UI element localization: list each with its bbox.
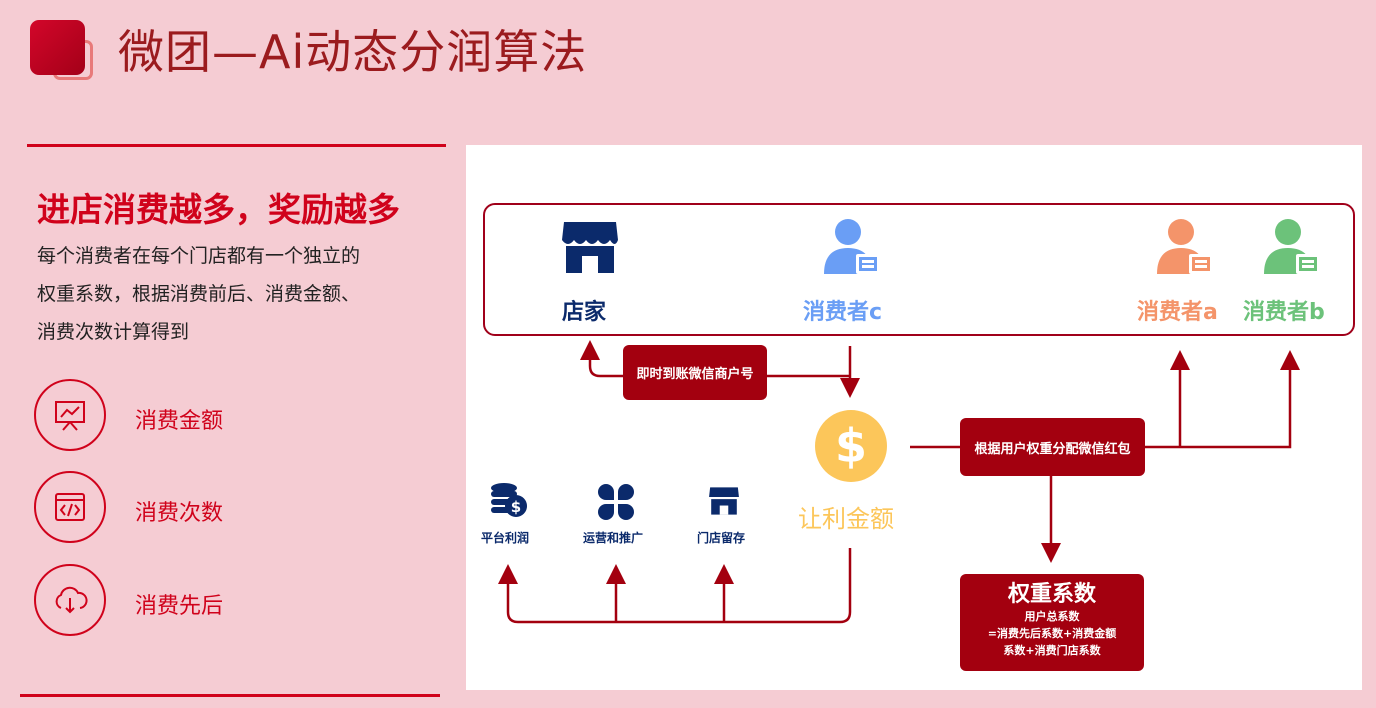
weight-line: 系数+消费门店系数 bbox=[1003, 644, 1101, 657]
coins-icon: $ bbox=[491, 483, 527, 517]
cloud-download-icon bbox=[34, 564, 106, 636]
weight-title: 权重系数 bbox=[1007, 582, 1096, 607]
svg-text:$: $ bbox=[511, 498, 521, 516]
logo bbox=[30, 20, 85, 75]
page-title: 微团—Ai动态分润算法 bbox=[118, 25, 588, 79]
store-retain-label: 门店留存 bbox=[697, 531, 746, 545]
clover-icon bbox=[598, 484, 634, 520]
description: 每个消费者在每个门店都有一个独立的 权重系数，根据消费前后、消费金额、 消费次数… bbox=[37, 237, 437, 351]
consumer-c-icon bbox=[824, 219, 880, 274]
factor-label: 消费先后 bbox=[135, 594, 224, 619]
store-label: 店家 bbox=[562, 300, 607, 325]
weight-coefficient-box: 权重系数 用户总系数 =消费先后系数+消费金额 系数+消费门店系数 bbox=[960, 574, 1144, 671]
description-line: 权重系数，根据消费前后、消费金额、 bbox=[37, 283, 361, 305]
weight-line: 用户总系数 bbox=[1024, 610, 1080, 623]
description-line: 每个消费者在每个门店都有一个独立的 bbox=[37, 245, 361, 267]
dollar-coin-icon: $ bbox=[815, 410, 887, 482]
operation-label: 运营和推广 bbox=[583, 531, 644, 545]
consumer-a-icon bbox=[1157, 219, 1213, 274]
consumer-b-icon bbox=[1264, 219, 1320, 274]
platform-profit-label: 平台利润 bbox=[481, 531, 530, 545]
divider-bottom bbox=[20, 694, 440, 697]
distribute-box: 根据用户权重分配微信红包 bbox=[960, 418, 1145, 476]
section-heading: 进店消费越多，奖励越多 bbox=[37, 190, 400, 229]
consumer-a-label: 消费者a bbox=[1137, 300, 1218, 325]
instant-transfer-box: 即时到账微信商户号 bbox=[623, 345, 767, 400]
code-window-icon bbox=[34, 471, 106, 543]
factor-label: 消费金额 bbox=[135, 409, 224, 434]
participants-box bbox=[483, 203, 1355, 336]
amount-label: 让利金额 bbox=[798, 505, 894, 533]
divider-top bbox=[27, 144, 446, 147]
presentation-chart-icon bbox=[34, 379, 106, 451]
store-icon bbox=[562, 222, 618, 273]
weight-line: =消费先后系数+消费金额 bbox=[987, 627, 1117, 640]
factor-label: 消费次数 bbox=[135, 501, 224, 526]
description-line: 消费次数计算得到 bbox=[37, 321, 190, 343]
consumer-c-label: 消费者c bbox=[803, 300, 883, 325]
consumer-b-label: 消费者b bbox=[1243, 300, 1325, 325]
shop-icon bbox=[709, 487, 739, 515]
